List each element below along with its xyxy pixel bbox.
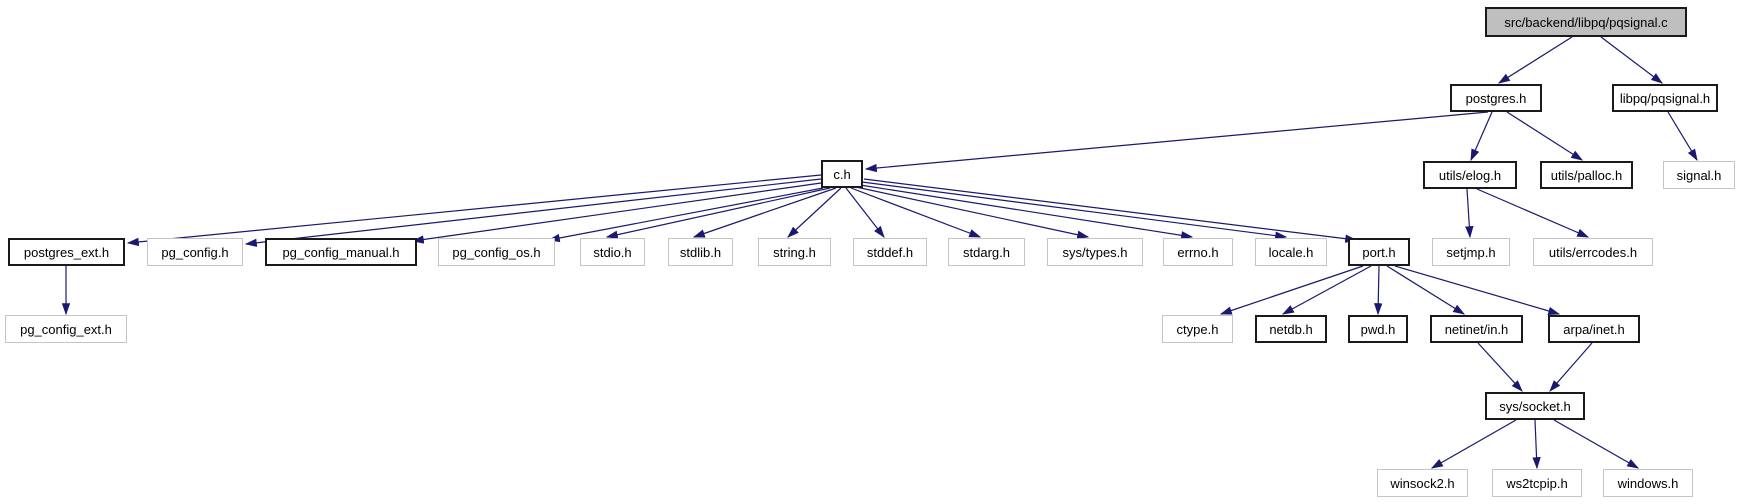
edge-port-h-to-netdb-h	[1281, 265, 1372, 315]
node-label: ws2tcpip.h	[1506, 475, 1568, 491]
edge-port-h-to-ctype-h	[1219, 265, 1364, 315]
edge-c-h-to-pg-config-os-h	[547, 187, 824, 243]
node-stdarg-h: stdarg.h	[948, 238, 1025, 266]
node-label: c.h	[833, 166, 851, 182]
node-utils-palloc-h[interactable]: utils/palloc.h	[1540, 161, 1633, 189]
edge-c-h-to-errno-h	[859, 184, 1194, 240]
node-pg-config-manual-h[interactable]: pg_config_manual.h	[265, 238, 417, 266]
node-label: libpq/pqsignal.h	[1619, 90, 1711, 106]
node-windows-h: windows.h	[1603, 469, 1693, 497]
edge-c-h-to-stdarg-h	[850, 187, 982, 238]
node-pqsignal-c: src/backend/libpq/pqsignal.c	[1485, 7, 1687, 37]
edge-c-h-to-string-h	[787, 187, 842, 238]
node-label: stdio.h	[593, 244, 632, 260]
edge-sys-socket-h-to-winsock2-h	[1430, 419, 1517, 469]
edge-postgres-h-to-utils-elog-h	[1470, 111, 1493, 162]
edge-c-h-to-port-h	[863, 178, 1358, 243]
node-errno-h: errno.h	[1163, 238, 1233, 266]
node-label: setjmp.h	[1446, 244, 1496, 260]
edge-c-h-to-stdlib-h	[692, 187, 837, 238]
node-label: sys/socket.h	[1499, 398, 1571, 414]
node-stdio-h: stdio.h	[580, 238, 645, 266]
edge-c-h-to-postgres-ext-h	[126, 174, 822, 247]
edge-port-h-to-netinet-in-h	[1386, 265, 1466, 315]
node-label: winsock2.h	[1390, 475, 1455, 491]
node-utils-errcodes-h: utils/errcodes.h	[1533, 238, 1653, 266]
node-label: locale.h	[1268, 244, 1314, 260]
node-label: stddef.h	[866, 244, 914, 260]
edge-c-h-to-pg-config-manual-h	[411, 182, 822, 244]
node-sys-types-h: sys/types.h	[1047, 238, 1143, 266]
node-stddef-h: stddef.h	[853, 238, 927, 266]
node-pg-config-h: pg_config.h	[147, 238, 243, 266]
node-label: pg_config.h	[161, 244, 229, 260]
node-postgres-ext-h[interactable]: postgres_ext.h	[8, 238, 125, 266]
edge-utils-elog-h-to-setjmp-h	[1465, 188, 1474, 239]
node-setjmp-h: setjmp.h	[1432, 238, 1510, 266]
node-label: stdlib.h	[679, 244, 722, 260]
node-c-h[interactable]: c.h	[821, 160, 863, 188]
node-label: port.h	[1362, 244, 1396, 260]
edge-postgres-h-to-c-h	[864, 111, 1489, 173]
node-label: postgres_ext.h	[23, 244, 110, 260]
node-label: pg_config_manual.h	[282, 244, 400, 260]
node-label: utils/palloc.h	[1550, 167, 1623, 183]
node-label: src/backend/libpq/pqsignal.c	[1504, 14, 1668, 30]
edge-sys-socket-h-to-windows-h	[1553, 419, 1640, 469]
edge-c-h-to-stddef-h	[845, 187, 885, 238]
node-stdlib-h: stdlib.h	[668, 238, 733, 266]
node-label: ctype.h	[1176, 321, 1219, 337]
node-pg-config-ext-h: pg_config_ext.h	[5, 315, 127, 343]
node-label: pwd.h	[1360, 321, 1396, 337]
edge-utils-elog-h-to-utils-errcodes-h	[1476, 188, 1590, 238]
edge-c-h-to-stdio-h	[605, 187, 831, 239]
node-winsock2-h: winsock2.h	[1377, 469, 1468, 497]
edge-arpa-inet-h-to-sys-socket-h	[1549, 342, 1593, 392]
edge-sys-socket-h-to-ws2tcpip-h	[1532, 419, 1541, 470]
node-sys-socket-h[interactable]: sys/socket.h	[1485, 392, 1585, 420]
edge-netinet-in-h-to-sys-socket-h	[1477, 342, 1523, 392]
node-postgres-h[interactable]: postgres.h	[1450, 84, 1542, 112]
edge-port-h-to-arpa-inet-h	[1394, 265, 1561, 315]
node-netdb-h[interactable]: netdb.h	[1255, 315, 1327, 343]
node-label: postgres.h	[1465, 90, 1527, 106]
node-libpq-pqsignal-h[interactable]: libpq/pqsignal.h	[1612, 84, 1718, 112]
node-netinet-in-h[interactable]: netinet/in.h	[1430, 315, 1523, 343]
node-label: arpa/inet.h	[1563, 321, 1625, 337]
node-string-h: string.h	[758, 238, 831, 266]
edge-postgres-h-to-utils-palloc-h	[1506, 111, 1584, 161]
node-label: sys/types.h	[1062, 244, 1128, 260]
edge-pqsignal-c-to-postgres-h	[1497, 36, 1573, 84]
node-label: pg_config_os.h	[452, 244, 541, 260]
node-locale-h: locale.h	[1255, 238, 1327, 266]
edge-c-h-to-locale-h	[861, 181, 1288, 240]
edge-pqsignal-c-to-libpq-pqsignal-h	[1600, 36, 1663, 84]
node-signal-h: signal.h	[1663, 161, 1735, 189]
node-utils-elog-h[interactable]: utils/elog.h	[1423, 161, 1517, 189]
node-label: utils/elog.h	[1438, 167, 1502, 183]
node-label: signal.h	[1676, 167, 1722, 183]
node-label: errno.h	[1177, 244, 1219, 260]
node-pg-config-os-h: pg_config_os.h	[438, 238, 555, 266]
node-label: netinet/in.h	[1444, 321, 1509, 337]
edge-port-h-to-pwd-h	[1374, 265, 1383, 316]
node-label: string.h	[773, 244, 816, 260]
node-ctype-h: ctype.h	[1162, 315, 1233, 343]
edge-c-h-to-pg-config-h	[244, 178, 822, 247]
node-ws2tcpip-h: ws2tcpip.h	[1492, 469, 1582, 497]
node-label: netdb.h	[1269, 321, 1313, 337]
node-label: stdarg.h	[963, 244, 1010, 260]
node-port-h[interactable]: port.h	[1348, 238, 1410, 266]
node-label: utils/errcodes.h	[1548, 244, 1638, 260]
node-label: windows.h	[1617, 475, 1679, 491]
node-label: pg_config_ext.h	[20, 321, 112, 337]
node-arpa-inet-h[interactable]: arpa/inet.h	[1548, 315, 1640, 343]
edge-libpq-pqsignal-h-to-signal-h	[1667, 111, 1698, 162]
node-pwd-h[interactable]: pwd.h	[1348, 315, 1408, 343]
edge-c-h-to-sys-types-h	[855, 186, 1090, 239]
